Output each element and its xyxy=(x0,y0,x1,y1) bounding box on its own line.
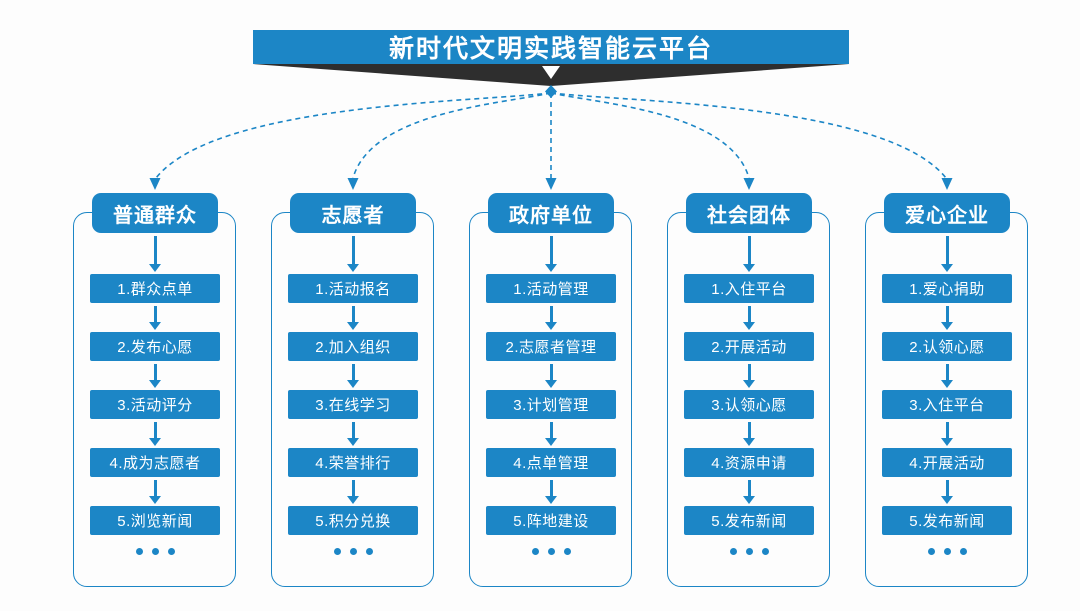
arrowhead-volunteer-icon xyxy=(347,178,359,190)
step-box: 1.爱心捐助 xyxy=(882,274,1012,303)
down-arrow-icon xyxy=(153,422,157,438)
step-box: 3.活动评分 xyxy=(90,390,220,419)
down-arrow-icon xyxy=(945,236,949,264)
down-arrow-icon xyxy=(153,364,157,380)
down-arrow-icon xyxy=(351,236,355,264)
down-arrow-icon xyxy=(747,306,751,322)
column-enterprise: 爱心企业 1.爱心捐助 2.认领心愿 3.入住平台 4.开展活动 5.发布新闻 … xyxy=(865,193,1029,587)
down-arrow-icon xyxy=(747,364,751,380)
step-box: 4.荣誉排行 xyxy=(288,448,418,477)
down-arrow-icon xyxy=(351,364,355,380)
step-box: 3.在线学习 xyxy=(288,390,418,419)
ellipsis-icon: ••• xyxy=(729,548,769,555)
down-arrow-icon xyxy=(153,236,157,264)
ellipsis-icon: ••• xyxy=(531,548,571,555)
arrowhead-social-group-icon xyxy=(743,178,755,190)
fan-link-enterprise xyxy=(550,92,947,179)
step-box: 1.活动管理 xyxy=(486,274,616,303)
down-arrow-icon xyxy=(747,236,751,264)
dot-icon xyxy=(745,548,753,555)
column-header: 普通群众 xyxy=(92,193,218,233)
step-box: 5.阵地建设 xyxy=(486,506,616,535)
step-box: 3.入住平台 xyxy=(882,390,1012,419)
fan-link-social-group xyxy=(550,92,750,179)
step-box: 4.成为志愿者 xyxy=(90,448,220,477)
ellipsis-icon: ••• xyxy=(135,548,175,555)
fan-link-volunteer xyxy=(352,92,552,179)
down-arrow-icon xyxy=(945,306,949,322)
column-header: 爱心企业 xyxy=(884,193,1010,233)
step-box: 2.认领心愿 xyxy=(882,332,1012,361)
dot-icon xyxy=(547,548,555,555)
dot-icon xyxy=(761,548,769,555)
down-arrow-icon xyxy=(351,480,355,496)
step-box: 5.发布新闻 xyxy=(684,506,814,535)
down-arrow-icon xyxy=(549,480,553,496)
platform-title-banner: 新时代文明实践智能云平台 xyxy=(253,30,849,64)
ellipsis-icon: ••• xyxy=(333,548,373,555)
step-box: 3.认领心愿 xyxy=(684,390,814,419)
fan-link-ordinary-people xyxy=(155,92,552,179)
arrowhead-enterprise-icon xyxy=(941,178,953,190)
step-box: 5.发布新闻 xyxy=(882,506,1012,535)
platform-title: 新时代文明实践智能云平台 xyxy=(388,35,713,63)
down-arrow-icon xyxy=(549,306,553,322)
column-header: 政府单位 xyxy=(488,193,614,233)
down-arrow-icon xyxy=(153,480,157,496)
arrowhead-ordinary-people-icon xyxy=(149,178,161,190)
banner-down-arrow-icon xyxy=(542,66,560,79)
down-arrow-icon xyxy=(549,364,553,380)
down-arrow-icon xyxy=(945,422,949,438)
column-government: 政府单位 1.活动管理 2.志愿者管理 3.计划管理 4.点单管理 5.阵地建设… xyxy=(469,193,633,587)
step-box: 1.群众点单 xyxy=(90,274,220,303)
dot-icon xyxy=(167,548,175,555)
step-box: 4.点单管理 xyxy=(486,448,616,477)
down-arrow-icon xyxy=(747,480,751,496)
step-box: 3.计划管理 xyxy=(486,390,616,419)
down-arrow-icon xyxy=(549,422,553,438)
column-header: 志愿者 xyxy=(290,193,416,233)
step-box: 1.活动报名 xyxy=(288,274,418,303)
dot-icon xyxy=(349,548,357,555)
column-volunteer: 志愿者 1.活动报名 2.加入组织 3.在线学习 4.荣誉排行 5.积分兑换 •… xyxy=(271,193,435,587)
column-header: 社会团体 xyxy=(686,193,812,233)
dot-icon xyxy=(333,548,341,555)
down-arrow-icon xyxy=(153,306,157,322)
dot-icon xyxy=(943,548,951,555)
dot-icon xyxy=(729,548,737,555)
step-box: 2.志愿者管理 xyxy=(486,332,616,361)
hub-point-icon xyxy=(545,85,557,98)
step-box: 5.浏览新闻 xyxy=(90,506,220,535)
down-arrow-icon xyxy=(945,480,949,496)
step-box: 2.加入组织 xyxy=(288,332,418,361)
down-arrow-icon xyxy=(351,422,355,438)
step-box: 1.入住平台 xyxy=(684,274,814,303)
ellipsis-icon: ••• xyxy=(927,548,967,555)
down-arrow-icon xyxy=(351,306,355,322)
step-box: 4.资源申请 xyxy=(684,448,814,477)
dot-icon xyxy=(563,548,571,555)
arrowhead-government-icon xyxy=(545,178,557,190)
dot-icon xyxy=(135,548,143,555)
column-ordinary-people: 普通群众 1.群众点单 2.发布心愿 3.活动评分 4.成为志愿者 5.浏览新闻… xyxy=(73,193,237,587)
down-arrow-icon xyxy=(945,364,949,380)
step-box: 2.发布心愿 xyxy=(90,332,220,361)
column-social-group: 社会团体 1.入住平台 2.开展活动 3.认领心愿 4.资源申请 5.发布新闻 … xyxy=(667,193,831,587)
banner-shadow-pointer xyxy=(253,64,849,86)
dot-icon xyxy=(365,548,373,555)
dot-icon xyxy=(959,548,967,555)
down-arrow-icon xyxy=(747,422,751,438)
step-box: 5.积分兑换 xyxy=(288,506,418,535)
down-arrow-icon xyxy=(549,236,553,264)
dot-icon xyxy=(531,548,539,555)
dot-icon xyxy=(927,548,935,555)
step-box: 4.开展活动 xyxy=(882,448,1012,477)
dot-icon xyxy=(151,548,159,555)
step-box: 2.开展活动 xyxy=(684,332,814,361)
